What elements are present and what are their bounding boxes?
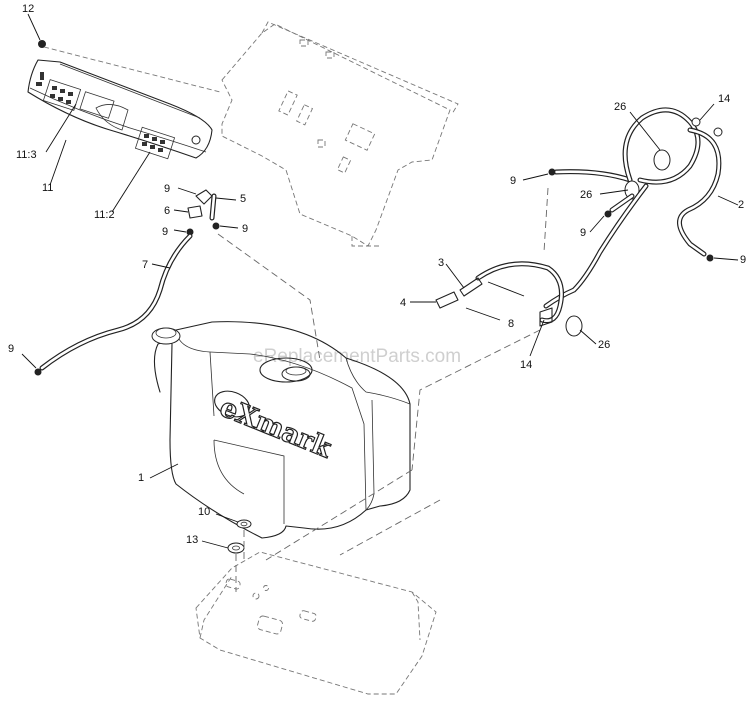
callout-labels: 12 11:3 11 11:2 9 5 6 9 9 7 9 1 10 13 26… — [8, 3, 746, 546]
callout-26: 26 — [598, 339, 610, 351]
callout-3: 3 — [438, 257, 444, 269]
watermark: eReplacementParts.com — [253, 346, 461, 367]
callout-9: 9 — [242, 223, 248, 235]
callout-9: 9 — [162, 226, 168, 238]
callout-6: 6 — [164, 205, 170, 217]
screw-12 — [38, 40, 221, 93]
callout-9: 9 — [580, 227, 586, 239]
callout-26: 26 — [580, 189, 592, 201]
callout-26: 26 — [614, 101, 626, 113]
callout-9: 9 — [740, 254, 746, 266]
callout-2: 2 — [738, 199, 744, 211]
callout-8: 8 — [508, 318, 514, 330]
callout-9: 9 — [510, 175, 516, 187]
tank-base-plate — [195, 551, 437, 695]
callout-12: 12 — [22, 3, 34, 15]
return-hose-assembly — [435, 107, 723, 337]
callout-4: 4 — [400, 297, 406, 309]
callout-11: 11 — [42, 182, 53, 194]
callout-9: 9 — [164, 183, 170, 195]
callout-14: 14 — [718, 93, 730, 105]
callout-13: 13 — [186, 534, 198, 546]
control-panel-decal — [27, 59, 213, 160]
hose-7 — [34, 233, 193, 376]
callout-5: 5 — [240, 193, 246, 205]
callout-11-3: 11:3 — [16, 149, 37, 161]
leader-lines — [21, 13, 739, 549]
callout-11-2: 11:2 — [94, 209, 115, 221]
callout-1: 1 — [138, 472, 144, 484]
mounting-plate-ghost — [221, 21, 459, 247]
callout-9: 9 — [8, 343, 14, 355]
callout-14: 14 — [520, 359, 532, 371]
callout-10: 10 — [198, 506, 210, 518]
fitting-cluster — [186, 189, 220, 236]
assembly-paths — [217, 187, 549, 592]
callout-7: 7 — [142, 259, 148, 271]
grommets — [227, 519, 252, 554]
